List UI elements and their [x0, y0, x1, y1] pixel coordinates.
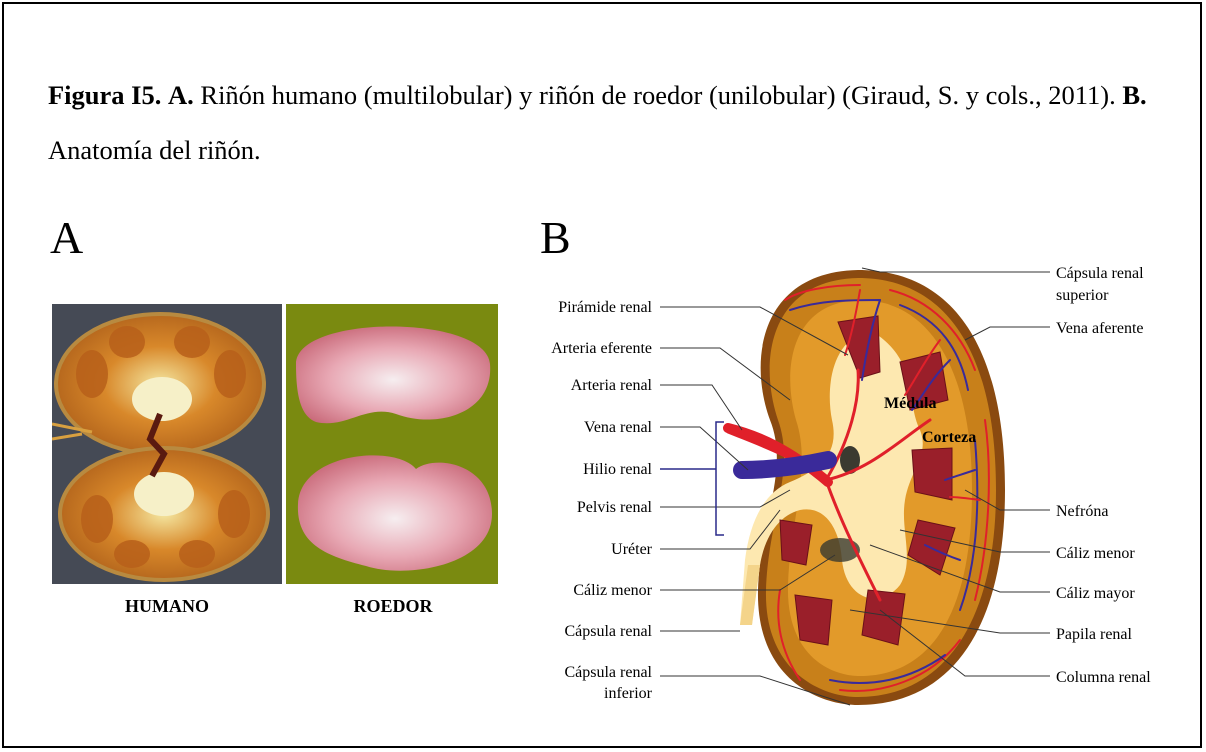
label-capsula-inferior-line1: Cápsula renal	[564, 664, 652, 681]
label-piramide-renal: Pirámide renal	[558, 299, 652, 316]
label-capsula-renal: Cápsula renal	[564, 623, 652, 640]
label-capsula-superior-line2: superior	[1056, 287, 1109, 304]
label-papila-renal: Papila renal	[1056, 626, 1133, 643]
label-arteria-eferente: Arteria eferente	[551, 340, 652, 357]
label-pelvis-renal: Pelvis renal	[577, 499, 653, 516]
label-caliz-mayor: Cáliz mayor	[1056, 585, 1135, 602]
label-columna-renal: Columna renal	[1056, 669, 1151, 686]
hilio-bracket	[660, 422, 724, 535]
kidney-drawing	[728, 270, 1005, 705]
label-capsula-superior-line1: Cápsula renal	[1056, 265, 1144, 282]
label-hilio-renal: Hilio renal	[583, 461, 652, 478]
label-caliz-menor-right: Cáliz menor	[1056, 545, 1135, 562]
label-vena-renal: Vena renal	[584, 419, 653, 436]
corteza-label: Corteza	[922, 429, 976, 446]
label-ureter: Uréter	[611, 541, 653, 558]
label-nefrona: Nefróna	[1056, 503, 1108, 520]
label-vena-aferente: Vena aferente	[1056, 320, 1144, 337]
label-arteria-renal: Arteria renal	[571, 377, 653, 394]
label-capsula-inferior-line2: inferior	[604, 685, 653, 702]
medula-label: Médula	[884, 395, 936, 412]
label-caliz-menor-left: Cáliz menor	[573, 582, 652, 599]
